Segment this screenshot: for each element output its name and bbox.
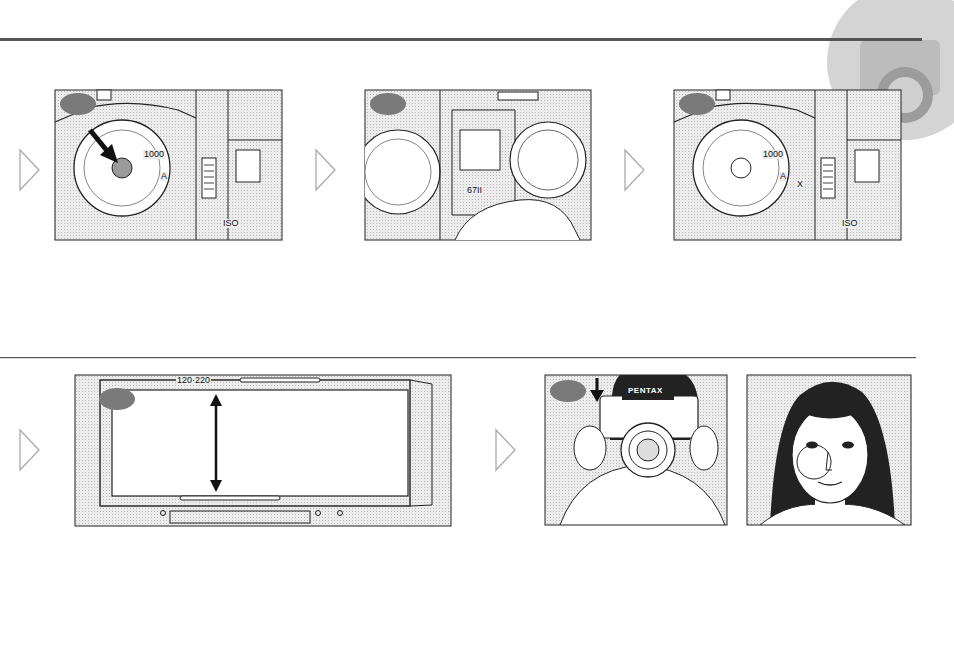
portrait-panel xyxy=(747,375,911,525)
film-frame-panel xyxy=(75,375,451,526)
dial-panel xyxy=(674,90,901,240)
scale-label: 67II xyxy=(466,186,483,195)
top-rule xyxy=(0,38,922,41)
scale-label: ISO xyxy=(222,219,240,228)
scale-label: A xyxy=(779,172,787,181)
scale-label: 1000 xyxy=(762,150,784,159)
scale-label: 120·220 xyxy=(176,376,211,385)
scale-label: ISO xyxy=(841,219,859,228)
scale-label: 1000 xyxy=(143,150,165,159)
camera-top-panel xyxy=(356,90,591,240)
section-rule xyxy=(0,357,916,358)
scale-label: X xyxy=(796,180,804,189)
scale-label: A xyxy=(160,172,168,181)
brand-label: PENTAX xyxy=(627,387,664,395)
dial-panel xyxy=(55,90,282,240)
photographer-panel xyxy=(545,364,727,525)
